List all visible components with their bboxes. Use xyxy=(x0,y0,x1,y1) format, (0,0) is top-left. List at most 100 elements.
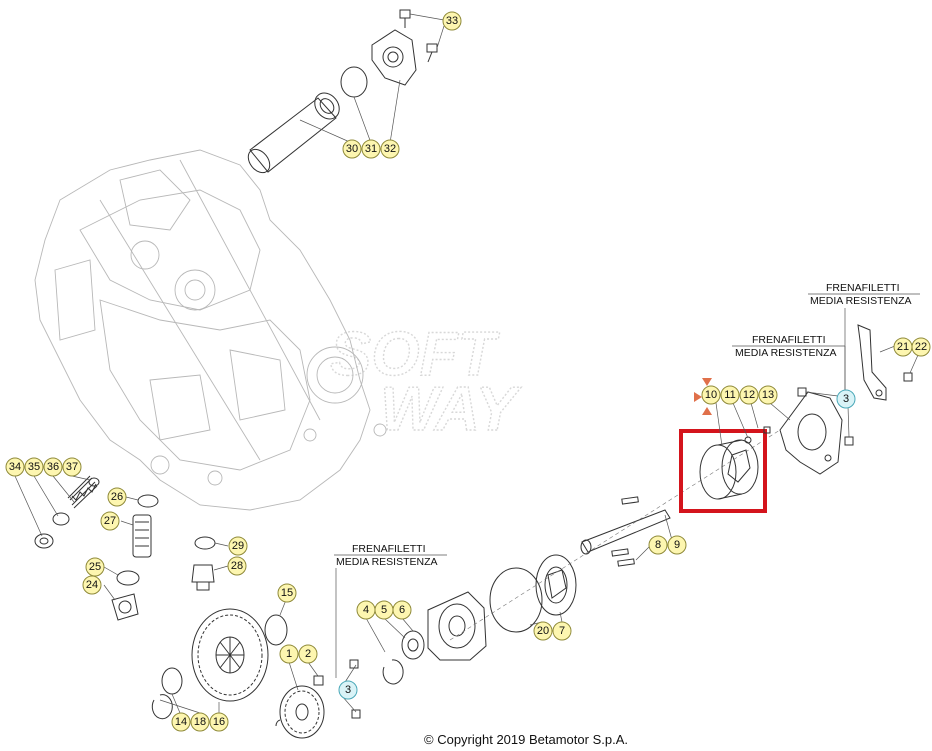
svg-text:25: 25 xyxy=(89,561,101,573)
relief-valve-stack xyxy=(14,475,100,549)
cover-screw xyxy=(351,709,361,719)
callout-11[interactable]: 11 xyxy=(720,385,740,405)
seal-ring xyxy=(382,659,404,685)
callout-13[interactable]: 13 xyxy=(758,385,778,405)
body-screw xyxy=(797,387,807,397)
svg-text:30: 30 xyxy=(346,143,358,155)
callout-14[interactable]: 14 xyxy=(171,712,191,732)
callout-1[interactable]: 1 xyxy=(279,644,299,664)
svg-text:34: 34 xyxy=(9,461,21,473)
callout-4[interactable]: 4 xyxy=(356,600,376,620)
callout-15[interactable]: 15 xyxy=(277,583,297,603)
svg-text:18: 18 xyxy=(194,716,206,728)
cover-screw xyxy=(426,43,438,63)
oil-pump-rotor xyxy=(535,554,577,623)
svg-text:16: 16 xyxy=(213,716,225,728)
body-screw xyxy=(844,436,854,446)
svg-text:35: 35 xyxy=(28,461,40,473)
callout-29[interactable]: 29 xyxy=(228,536,248,556)
svg-text:5: 5 xyxy=(381,604,387,616)
callout-33[interactable]: 33 xyxy=(442,11,462,31)
callout-2[interactable]: 2 xyxy=(298,644,318,664)
position-marker xyxy=(694,378,712,415)
callout-12[interactable]: 12 xyxy=(739,385,759,405)
svg-text:20: 20 xyxy=(537,625,549,637)
callout-37[interactable]: 37 xyxy=(62,457,82,477)
pump-o-ring xyxy=(489,567,543,633)
callout-6[interactable]: 6 xyxy=(392,600,412,620)
pump-body-cover xyxy=(763,391,843,475)
copyright-notice: © Copyright 2019 Betamotor S.p.A. xyxy=(0,732,932,747)
oil-filter-group xyxy=(247,9,445,174)
callout-36[interactable]: 36 xyxy=(43,457,63,477)
svg-text:31: 31 xyxy=(365,143,377,155)
oil-pump-cover xyxy=(427,591,487,661)
threadlocker-note-bottom: FRENAFILETTI MEDIA RESISTENZA xyxy=(334,543,447,678)
watermark-line2: WAY xyxy=(380,375,522,444)
svg-text:3: 3 xyxy=(345,684,351,696)
svg-text:1: 1 xyxy=(286,648,292,660)
highlighted-rotor-part xyxy=(699,436,759,500)
oil-pump-gear xyxy=(275,685,325,739)
note-line: MEDIA RESISTENZA xyxy=(810,295,912,307)
callout-31[interactable]: 31 xyxy=(361,139,381,159)
svg-text:21: 21 xyxy=(897,341,909,353)
svg-text:4: 4 xyxy=(363,604,369,616)
callout-35[interactable]: 35 xyxy=(24,457,44,477)
callout-8[interactable]: 8 xyxy=(648,535,668,555)
svg-text:2: 2 xyxy=(305,648,311,660)
spacer-ring xyxy=(264,614,288,646)
drain-plug-group xyxy=(103,566,140,621)
cover-screw xyxy=(349,659,359,669)
callout-26[interactable]: 26 xyxy=(107,487,127,507)
callout-34[interactable]: 34 xyxy=(5,457,25,477)
magnetic-plug-group xyxy=(191,536,229,591)
callout-10[interactable]: 10 xyxy=(701,385,721,405)
callout-group: 33 30 31 32 34 35 36 37 26 27 25 24 29 2… xyxy=(5,11,931,732)
svg-text:3: 3 xyxy=(843,393,849,405)
svg-text:11: 11 xyxy=(724,389,735,401)
callout-21[interactable]: 21 xyxy=(893,337,913,357)
o-ring xyxy=(340,66,368,98)
svg-text:28: 28 xyxy=(231,560,243,572)
callout-25[interactable]: 25 xyxy=(85,557,105,577)
callout-16[interactable]: 16 xyxy=(209,712,229,732)
circlip xyxy=(151,694,173,720)
svg-text:22: 22 xyxy=(915,341,927,353)
note-line: FRENAFILETTI xyxy=(826,282,900,294)
highlight-box xyxy=(679,429,767,513)
callout-30[interactable]: 30 xyxy=(342,139,362,159)
pump-bearing-group xyxy=(365,617,425,685)
note-line: MEDIA RESISTENZA xyxy=(735,347,837,359)
svg-text:27: 27 xyxy=(104,515,116,527)
note-line: FRENAFILETTI xyxy=(352,543,426,555)
svg-text:14: 14 xyxy=(175,716,187,728)
engine-crankcase xyxy=(34,149,387,511)
callout-9[interactable]: 9 xyxy=(667,535,687,555)
callout-3-bottom[interactable]: 3 xyxy=(338,680,358,700)
threadlocker-note-middle-right: FRENAFILETTI MEDIA RESISTENZA xyxy=(732,334,846,390)
svg-text:24: 24 xyxy=(86,579,98,591)
oil-strainer-group xyxy=(120,494,159,558)
callout-18[interactable]: 18 xyxy=(190,712,210,732)
watermark-line1: SOFT xyxy=(330,320,500,389)
svg-text:10: 10 xyxy=(705,389,717,401)
svg-text:36: 36 xyxy=(47,461,59,473)
callout-22[interactable]: 22 xyxy=(911,337,931,357)
callout-32[interactable]: 32 xyxy=(380,139,400,159)
callout-20[interactable]: 20 xyxy=(533,621,553,641)
assembly-axis xyxy=(449,429,781,641)
callout-3-right[interactable]: 3 xyxy=(836,389,856,409)
callout-28[interactable]: 28 xyxy=(227,556,247,576)
callout-5[interactable]: 5 xyxy=(374,600,394,620)
callout-7[interactable]: 7 xyxy=(552,621,572,641)
callout-24[interactable]: 24 xyxy=(82,575,102,595)
svg-text:8: 8 xyxy=(655,539,661,551)
drive-pin xyxy=(611,548,629,557)
cover-screw xyxy=(399,9,411,28)
svg-text:37: 37 xyxy=(66,461,78,473)
callout-27[interactable]: 27 xyxy=(100,511,120,531)
drive-pin xyxy=(617,558,635,567)
bracket-screw xyxy=(903,372,913,382)
